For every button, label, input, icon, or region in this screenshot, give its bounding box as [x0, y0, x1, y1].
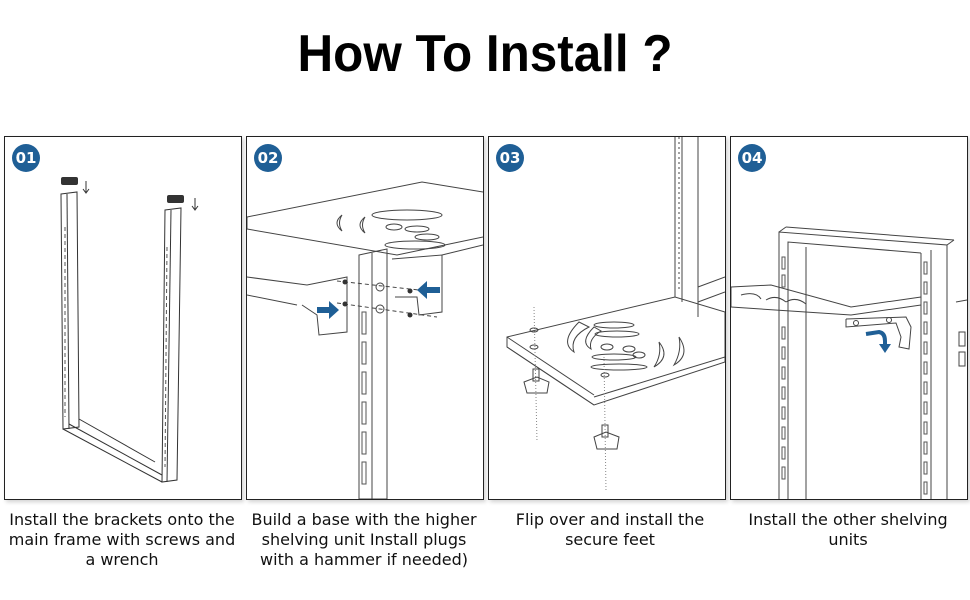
step-caption-1: Install the brackets onto the main frame…	[8, 510, 236, 569]
step-panel-1: 01	[4, 136, 242, 500]
step-panel-2: 02	[246, 136, 484, 500]
blue-arrow-icon	[317, 281, 440, 319]
step-panel-4: 04	[730, 136, 968, 500]
step-panel-3: 03	[488, 136, 726, 500]
down-arrow-icon	[82, 181, 199, 211]
step-number-badge: 03	[496, 144, 524, 172]
step-caption-3: Flip over and install the secure feet	[515, 510, 705, 549]
frame-shelf-illustration	[731, 226, 967, 499]
step-caption-4: Install the other shelving units	[748, 510, 948, 549]
step-caption-2: Build a base with the higher shelving un…	[251, 510, 477, 569]
page-title: How To Install ?	[297, 25, 673, 83]
shelf-feet-illustration	[506, 137, 725, 493]
step-number-badge: 04	[738, 144, 766, 172]
step-number-badge: 01	[12, 144, 40, 172]
blue-curved-arrow-icon	[865, 329, 891, 353]
u-frame-illustration	[60, 177, 199, 483]
step-number-badge: 02	[254, 144, 282, 172]
bracket-assembly-illustration	[247, 181, 483, 499]
